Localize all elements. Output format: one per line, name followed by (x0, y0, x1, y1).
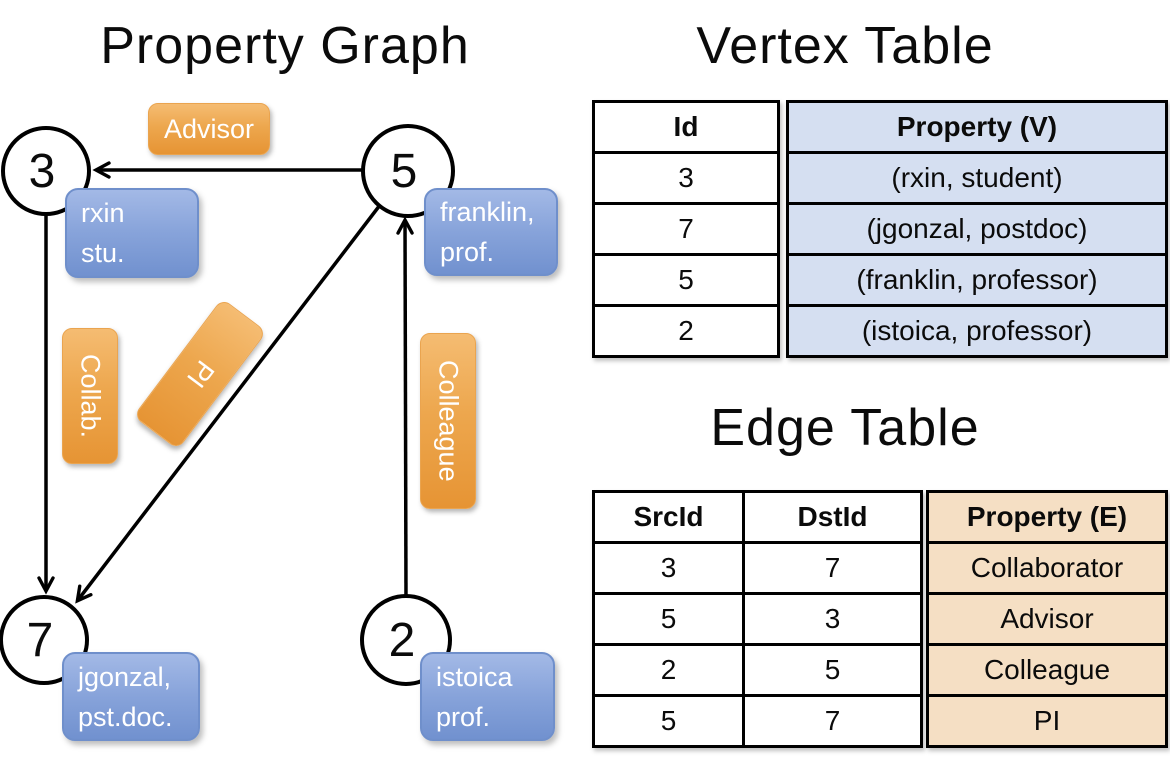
node-label-2: 2 (388, 613, 416, 667)
edge-property-header: Property (E) (926, 490, 1168, 544)
vertex-prop-franklin-line1: franklin, (440, 197, 535, 227)
edge-property-cell: Colleague (926, 643, 1168, 697)
edge-label-pi-text: PI (180, 355, 221, 394)
table-row: 7 (592, 202, 780, 256)
edge-dst-cell: 5 (742, 643, 923, 697)
edge-src-header: SrcId (592, 490, 745, 544)
table-row: Colleague (926, 643, 1168, 697)
vertex-property-cell: (jgonzal, postdoc) (786, 202, 1168, 256)
vertex-prop-franklin-line2: prof. (440, 237, 495, 267)
table-row: 2 5 (592, 643, 923, 697)
edge-label-collab: Collab. (62, 328, 118, 464)
edge-table-id-columns: SrcId DstId 3 7 5 3 2 5 5 7 (592, 490, 923, 748)
table-row: 2 (592, 304, 780, 358)
edge-label-colleague-text: Colleague (433, 360, 464, 482)
vertex-property-header: Property (V) (786, 100, 1168, 154)
edge-label-advisor-text: Advisor (163, 113, 255, 144)
table-row: 5 7 (592, 694, 923, 748)
edge-src-cell: 2 (592, 643, 745, 697)
vertex-prop-box-franklin: franklin, prof. (424, 188, 558, 276)
vertex-property-cell: (franklin, professor) (786, 253, 1168, 307)
table-row: (rxin, student) (786, 151, 1168, 205)
edge-src-cell: 5 (592, 694, 745, 748)
table-row: SrcId DstId (592, 490, 923, 544)
table-row: (jgonzal, postdoc) (786, 202, 1168, 256)
table-row: (franklin, professor) (786, 253, 1168, 307)
vertex-id-cell: 3 (592, 151, 780, 205)
vertex-prop-rxin-line1: rxin (81, 198, 125, 228)
edge-property-cell: Advisor (926, 592, 1168, 646)
vertex-table-title: Vertex Table (696, 17, 994, 75)
vertex-prop-istoica-line1: istoica (436, 661, 513, 692)
vertex-id-cell: 7 (592, 202, 780, 256)
edge-dst-cell: 7 (742, 694, 923, 748)
table-row: Advisor (926, 592, 1168, 646)
edge-dst-cell: 7 (742, 541, 923, 595)
vertex-prop-jgonzal-line1: jgonzal, (78, 661, 172, 692)
vertex-table-property-column: Property (V) (rxin, student) (jgonzal, p… (786, 100, 1168, 358)
vertex-prop-box-jgonzal: jgonzal, pst.doc. (62, 652, 200, 741)
edge-label-advisor: Advisor (148, 103, 270, 155)
node-label-3: 3 (28, 144, 56, 198)
node-label-7: 7 (26, 613, 54, 667)
table-row: Property (V) (786, 100, 1168, 154)
edge-colleague-2-to-5 (396, 216, 414, 599)
vertex-property-cell: (istoica, professor) (786, 304, 1168, 358)
edge-src-cell: 3 (592, 541, 745, 595)
edge-src-cell: 5 (592, 592, 745, 646)
edge-dst-cell: 3 (742, 592, 923, 646)
table-row: 5 3 (592, 592, 923, 646)
edge-property-cell: PI (926, 694, 1168, 748)
table-row: Id (592, 100, 780, 154)
edge-property-cell: Collaborator (926, 541, 1168, 595)
table-row: 3 7 (592, 541, 923, 595)
edge-dst-header: DstId (742, 490, 923, 544)
table-row: Property (E) (926, 490, 1168, 544)
edge-label-collab-text: Collab. (75, 353, 106, 439)
edge-label-colleague: Colleague (420, 333, 476, 509)
vertex-property-cell: (rxin, student) (786, 151, 1168, 205)
vertex-prop-box-istoica: istoica prof. (420, 652, 555, 741)
vertex-prop-box-rxin: rxin stu. (65, 188, 199, 278)
vertex-id-cell: 5 (592, 253, 780, 307)
table-row: 5 (592, 253, 780, 307)
edge-table-title: Edge Table (710, 399, 980, 457)
vertex-table-id-column: Id 3 7 5 2 (592, 100, 780, 358)
table-row: PI (926, 694, 1168, 748)
table-row: Collaborator (926, 541, 1168, 595)
table-row: (istoica, professor) (786, 304, 1168, 358)
property-graph-title: Property Graph (100, 17, 470, 75)
vertex-prop-jgonzal-line2: pst.doc. (78, 701, 173, 732)
vertex-id-cell: 2 (592, 304, 780, 358)
vertex-id-header: Id (592, 100, 780, 154)
edge-table-property-column: Property (E) Collaborator Advisor Collea… (926, 490, 1168, 748)
vertex-prop-istoica-line2: prof. (436, 701, 491, 732)
edge-pi-5-to-7 (75, 203, 382, 604)
table-row: 3 (592, 151, 780, 205)
node-label-5: 5 (390, 144, 418, 198)
vertex-prop-rxin-line2: stu. (81, 238, 125, 268)
